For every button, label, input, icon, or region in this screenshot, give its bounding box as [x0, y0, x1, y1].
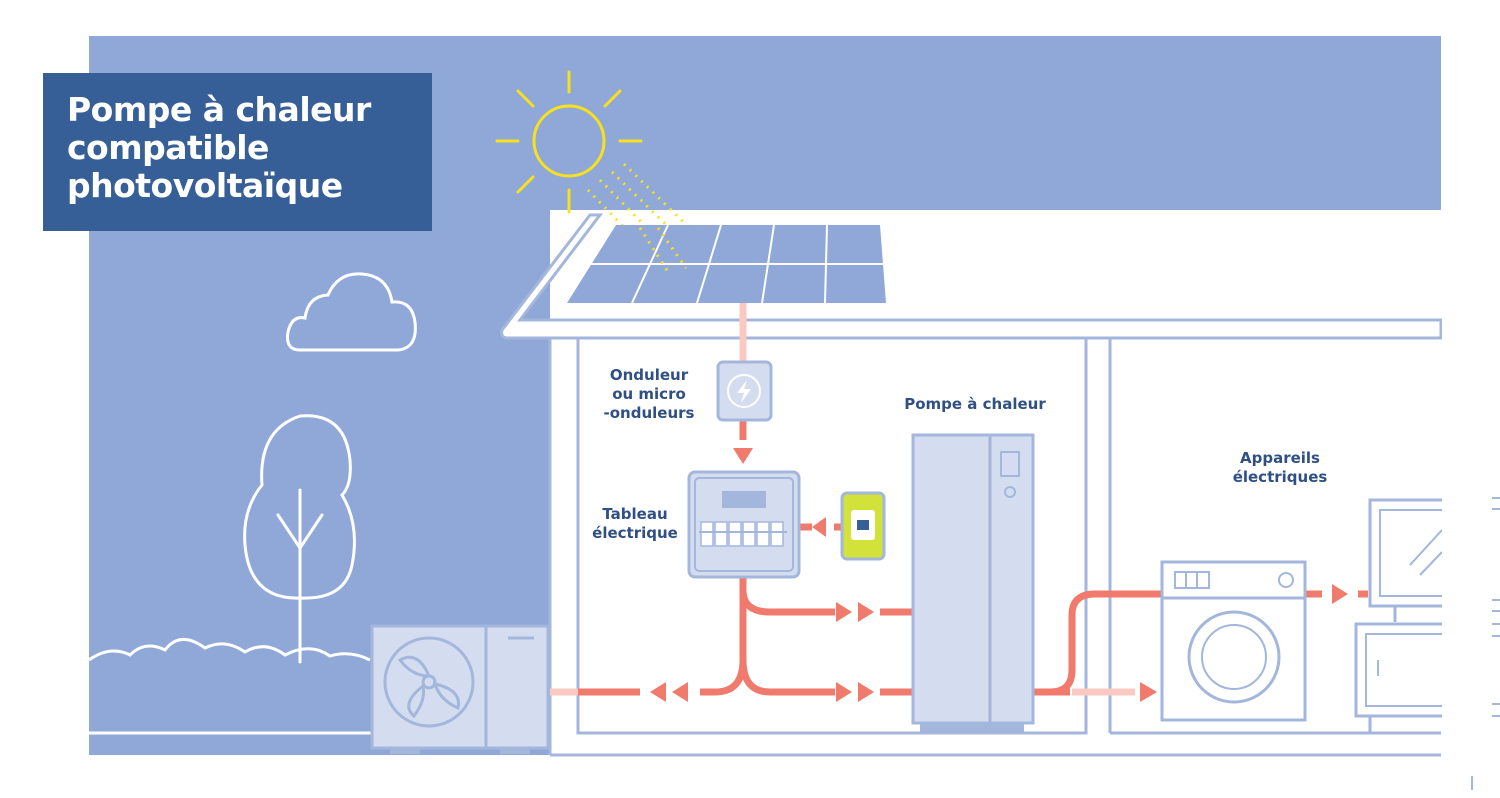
cloud-icon: [286, 272, 417, 352]
cabinet-icon: [1354, 622, 1448, 732]
roof: [500, 213, 1443, 340]
sun-icon: [495, 70, 643, 214]
title-line-2: compatible: [67, 128, 269, 167]
inverter-label-line-1: Onduleur: [609, 366, 689, 384]
washing-machine-icon: [1160, 560, 1307, 722]
inverter-icon: [716, 360, 773, 422]
electrical-panel-icon: [687, 470, 801, 579]
house-outline: [548, 336, 1441, 757]
appliances-label-line-1: Appareils: [1240, 449, 1320, 467]
inverter-label-line-3: -onduleurs: [603, 404, 695, 422]
inverter-label: Onduleur ou micro -onduleurs: [594, 366, 704, 423]
title-line-1: Pompe à chaleur: [67, 90, 371, 129]
solar-panel-icon: [567, 224, 886, 304]
inverter-label-line-2: ou micro: [612, 385, 686, 403]
tree-icon: [243, 414, 356, 664]
title-line-3: photovoltaïque: [67, 166, 343, 205]
heat-pump-label-text: Pompe à chaleur: [904, 395, 1046, 413]
meter-icon: [840, 491, 886, 561]
electrical-panel-label: Tableau électrique: [580, 505, 690, 543]
bushes-icon: [88, 638, 371, 662]
flow-arrows: [650, 448, 1348, 702]
title-panel: Pompe à chaleur compatible photovoltaïqu…: [43, 73, 432, 231]
outdoor-unit-icon: [370, 624, 550, 754]
television-icon: [1368, 498, 1452, 622]
heat-pump-unit-icon: [911, 433, 1035, 732]
electrical-panel-label-line-1: Tableau: [602, 505, 668, 523]
appliances-label: Appareils électriques: [1210, 449, 1350, 487]
heat-pump-label: Pompe à chaleur: [880, 395, 1070, 414]
appliances-label-line-2: électriques: [1232, 468, 1328, 486]
electrical-panel-label-line-2: électrique: [592, 524, 678, 542]
